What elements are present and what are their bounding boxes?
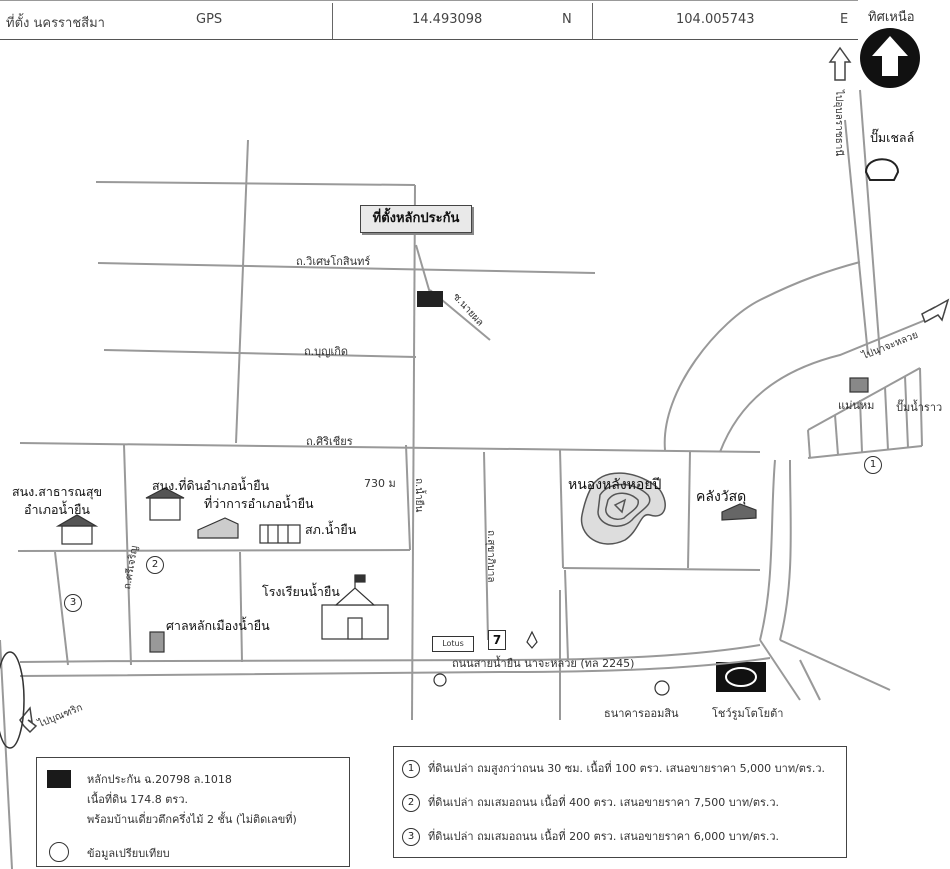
location-label: ที่ตั้ง นครราชสีมา: [6, 16, 105, 31]
gps-header: ที่ตั้ง นครราชสีมา GPS 14.493098 N 104.0…: [0, 0, 858, 40]
comparison-num: 3: [402, 828, 420, 846]
comparison-text: ที่ดินเปล่า ถมสูงกว่าถนน 30 ซม. เนื้อที่…: [428, 762, 826, 775]
comparison-num: 2: [402, 794, 420, 812]
north-indicator: ทิศเหนือ: [858, 0, 950, 90]
legend-area: เนื้อที่ดิน 174.8 ตรว.: [87, 793, 189, 806]
longitude-value: 104.005743: [676, 12, 755, 27]
collateral-legend: หลักประกัน ฉ.20798 ล.1018 เนื้อที่ดิน 17…: [36, 757, 350, 867]
place-label: ปั๊มน้ำราว: [896, 401, 943, 414]
place-label: สภ.น้ำยืน: [305, 522, 357, 537]
comparison-row: 2 ที่ดินเปล่า ถมเสมอถนน เนื้อที่ 400 ตรว.…: [402, 793, 779, 815]
comparison-text: ที่ดินเปล่า ถมเสมอถนน เนื้อที่ 400 ตรว. …: [428, 796, 780, 809]
latitude-dir: N: [562, 12, 572, 27]
place-label: ปั๊มเชลล์: [870, 130, 915, 145]
place-label: อำเภอน้ำยืน: [24, 502, 90, 517]
comparison-text: ที่ดินเปล่า ถมเสมอถนน เนื้อที่ 200 ตรว. …: [428, 830, 780, 843]
collateral-callout: ที่ตั้งหลักประกัน: [360, 205, 472, 233]
lotus-store-icon: Lotus: [432, 636, 474, 652]
collateral-swatch: [47, 770, 71, 788]
latitude-value: 14.493098: [412, 12, 483, 27]
place-label: แม่นหม: [838, 399, 875, 412]
place-label: สนง.ที่ดินอำเภอน้ำยืน: [152, 478, 270, 493]
comparison-legend: 1 ที่ดินเปล่า ถมสูงกว่าถนน 30 ซม. เนื้อที…: [393, 746, 847, 858]
place-label: ธนาคารออมสิน: [604, 707, 679, 720]
comparison-row: 1 ที่ดินเปล่า ถมสูงกว่าถนน 30 ซม. เนื้อที…: [402, 759, 825, 781]
place-label: หนองหลังหอยปี: [568, 477, 662, 493]
compare-circle-icon: [49, 842, 69, 862]
distance-label: 730 ม: [364, 477, 396, 490]
place-label: คลังวัสดุ: [696, 489, 747, 505]
street-label: ถ.ศิริเชียร: [306, 435, 353, 448]
header-divider: [332, 3, 333, 39]
north-label: ทิศเหนือ: [868, 10, 915, 25]
street-label: ถ.น้ำยืน: [413, 478, 424, 513]
place-label: สนง.สาธารณสุข: [12, 484, 103, 499]
main-road-label: ถนนสายน้ำยืน นาจะหลวย (ทล 2245): [452, 657, 635, 670]
legend-building: พร้อมบ้านเดี่ยวตึกครึ่งไม้ 2 ชั้น (ไม่ติ…: [87, 813, 297, 826]
street-label: ถ.สุขาภิบาล: [485, 530, 496, 583]
header-divider: [592, 3, 593, 39]
seven-eleven-icon: 7: [488, 630, 506, 650]
road-direction-label: ไปอุบลราชธานี: [833, 90, 844, 157]
street-label: ถ.บุญเกิด: [304, 345, 349, 358]
legend-collateral: หลักประกัน ฉ.20798 ล.1018: [87, 773, 232, 786]
street-label: ถ.วิเศษโกสินทร์: [296, 255, 371, 268]
comparison-num: 1: [402, 760, 420, 778]
comparison-marker-2: 2: [146, 556, 164, 574]
place-label: ศาลหลักเมืองน้ำยืน: [166, 618, 270, 633]
north-arrow-icon: [860, 28, 920, 88]
place-label: โชว์รูมโตโยต้า: [712, 707, 784, 720]
place-label: ที่ว่าการอำเภอน้ำยืน: [204, 496, 314, 511]
gps-label: GPS: [196, 12, 223, 27]
comparison-row: 3 ที่ดินเปล่า ถมเสมอถนน เนื้อที่ 200 ตรว.…: [402, 827, 779, 849]
place-label: โรงเรียนน้ำยืน: [262, 584, 340, 599]
longitude-dir: E: [840, 12, 849, 27]
legend-compare: ข้อมูลเปรียบเทียบ: [87, 847, 170, 860]
comparison-marker-3: 3: [64, 594, 82, 612]
comparison-marker-1: 1: [864, 456, 882, 474]
